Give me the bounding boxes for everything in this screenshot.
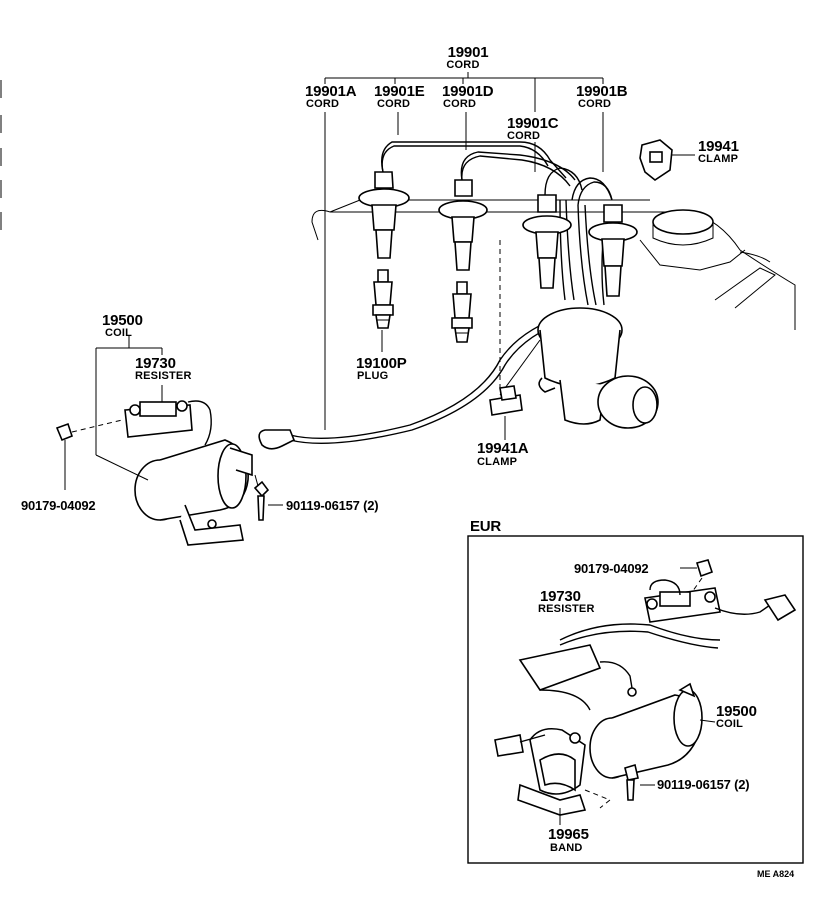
coil-assembly (55, 400, 296, 546)
eur-bolt-number: 90119-06157 (2) (657, 777, 750, 792)
clamp-19941-name: CLAMP (698, 153, 739, 165)
resister-name: RESISTER (135, 370, 192, 382)
nut-number: 90179-04092 (21, 498, 96, 513)
eur-title: EUR (470, 518, 502, 535)
eur-band-number: 19965 (548, 826, 589, 843)
plug-caps (358, 171, 638, 297)
clamp-19941a-part (489, 240, 523, 440)
cord-c-number: 19901C (507, 115, 559, 132)
coil-number: 19500 (102, 312, 143, 329)
distributor (499, 307, 659, 429)
cord-set-name: CORD (446, 59, 480, 71)
cord-b-name: CORD (578, 98, 612, 110)
cord-e-number: 19901E (374, 83, 425, 100)
drawing-code: ME A824 (757, 869, 795, 879)
eur-resister-number: 19730 (540, 588, 581, 605)
cord-set-number: 19901 (447, 44, 489, 61)
clamp-19941a-number: 19941A (477, 440, 529, 457)
eur-box-frame (467, 535, 804, 864)
clamp-19941a-name: CLAMP (477, 456, 518, 468)
clamp-19941-number: 19941 (698, 138, 739, 155)
cord-c-name: CORD (507, 130, 541, 142)
eur-coil-name: COIL (716, 718, 744, 730)
cord-d-number: 19901D (442, 83, 494, 100)
cord-set-leaders (324, 72, 604, 430)
cord-a-number: 19901A (305, 83, 357, 100)
eur-drawing (494, 559, 797, 825)
cord-e-name: CORD (377, 98, 411, 110)
cord-a-name: CORD (306, 98, 340, 110)
ignition-cords (289, 141, 613, 445)
eur-coil-number: 19500 (716, 703, 757, 720)
cord-b-number: 19901B (576, 83, 628, 100)
eur-nut-number: 90179-04092 (574, 561, 649, 576)
bolt-number: 90119-06157 (2) (286, 498, 379, 513)
plug-number: 19100P (356, 355, 407, 372)
eur-band-name: BAND (550, 842, 583, 854)
cord-d-name: CORD (443, 98, 477, 110)
coil-name: COIL (105, 327, 133, 339)
plug-name: PLUG (357, 370, 389, 382)
resister-number: 19730 (135, 355, 176, 372)
eur-resister-name: RESISTER (538, 603, 595, 615)
spark-plugs (372, 269, 473, 352)
clamp-19941-part (639, 139, 695, 181)
coil-leaders (95, 335, 163, 481)
